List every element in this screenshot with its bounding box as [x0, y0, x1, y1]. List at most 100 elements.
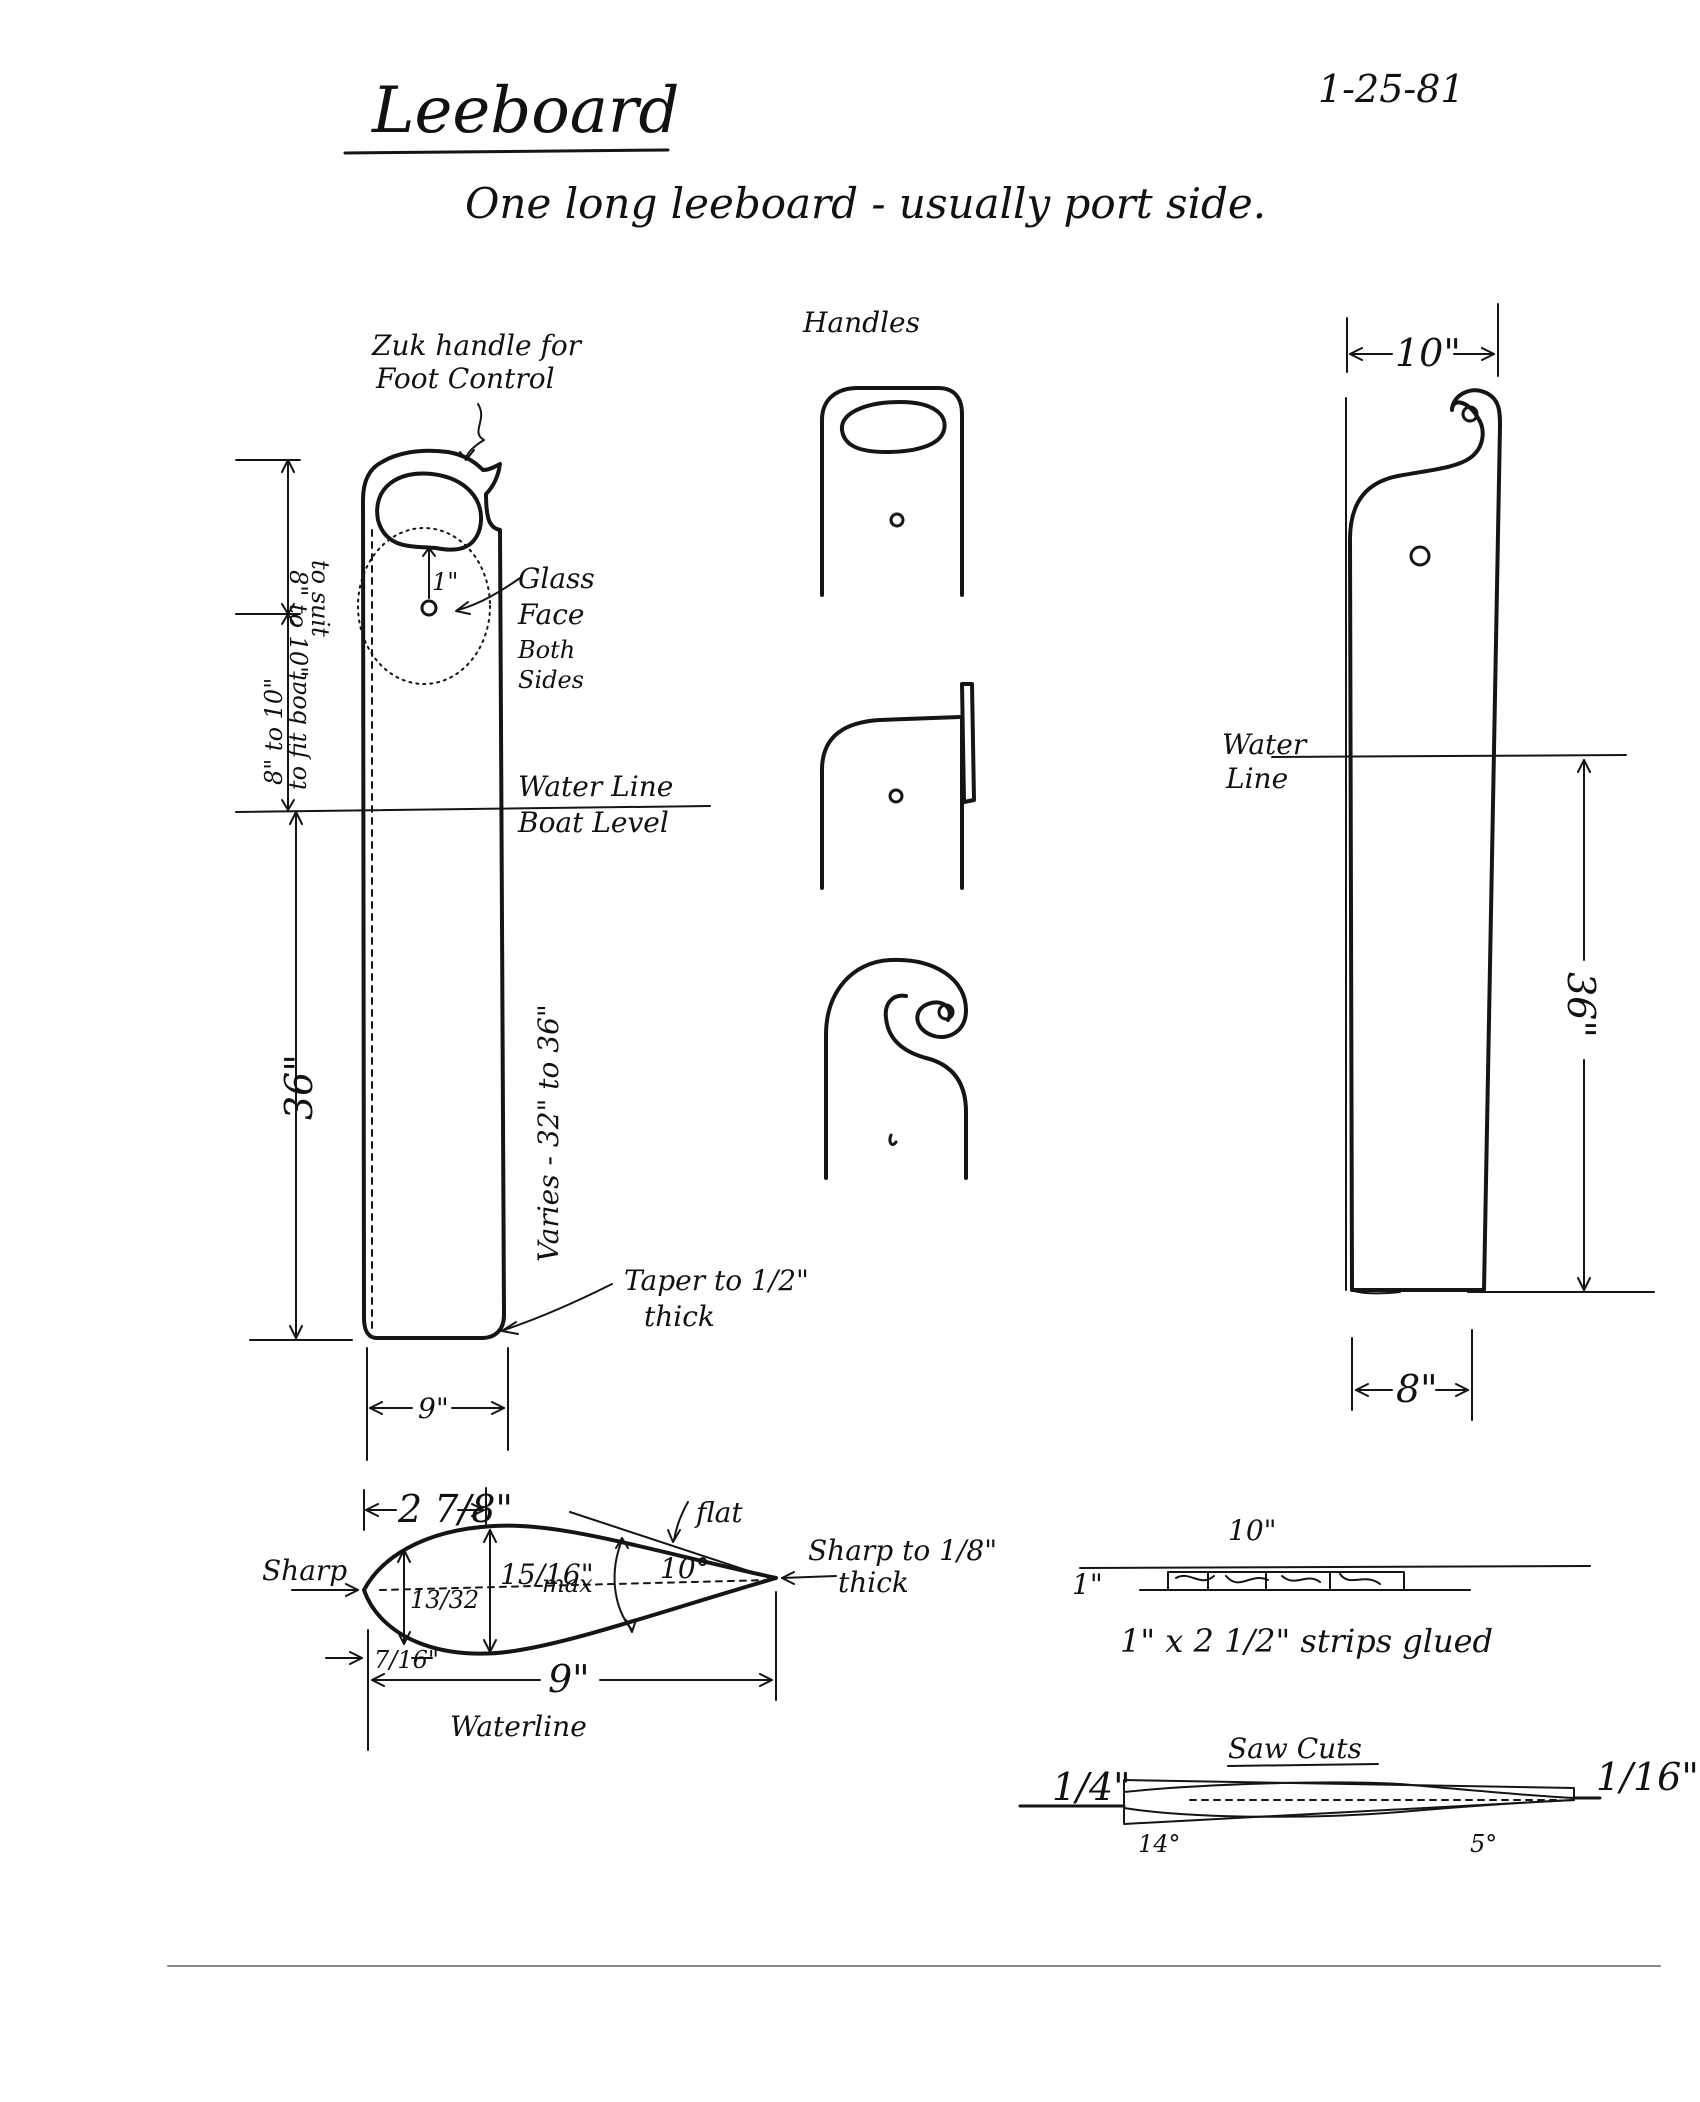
pivot-hole-label: 1" [432, 568, 458, 596]
strips-detail: 10" 1" 1" x 2 1/2" strips glued [1072, 1514, 1591, 1660]
strips-joints [1207, 1571, 1331, 1591]
handle-note-leader [465, 403, 485, 459]
width-ticks [366, 1347, 509, 1461]
glass-face-area [357, 527, 491, 685]
drawing-title: Leeboard [371, 74, 679, 148]
left-width-label: 9" [418, 1392, 449, 1425]
saw-cuts-angle-left: 14° [1138, 1830, 1181, 1858]
strips-top-line [1079, 1565, 1591, 1569]
handle3-hook [824, 957, 968, 1180]
glass-face-line3: Both [517, 636, 575, 664]
handle3-inner-curve [883, 993, 968, 1180]
glass-face-arrow [455, 601, 471, 615]
left-length-label: 36" [277, 1054, 321, 1120]
right-bottom-width-arrows [1355, 1383, 1469, 1397]
section-length-ticks [367, 1591, 777, 1751]
right-waterline-line1: Water [1222, 728, 1308, 761]
glass-face-line2: Face [517, 598, 584, 631]
section-chord-line [379, 1579, 771, 1591]
left-board-outline [361, 448, 506, 1340]
left-leeboard: Zuk handle for Foot Control 1" Glass Fac… [235, 329, 809, 1461]
dim-mid-line1: 8" to 10" [260, 678, 288, 785]
saw-cuts-heading-underline [1227, 1763, 1379, 1767]
handle-hole [375, 471, 484, 552]
right-bottom-width-label: 8" [1396, 1367, 1438, 1411]
flat-arrow [667, 1529, 681, 1543]
handle-option-1 [820, 386, 964, 597]
pivot-dim-arrow [422, 547, 436, 557]
title-underline [343, 148, 670, 155]
dim-top-line1: 8" to 10" [284, 570, 312, 677]
flat-label: flat [694, 1496, 743, 1529]
sharp-right-arrow [781, 1571, 795, 1585]
saw-cuts-right-label: 1/16" [1596, 1755, 1699, 1799]
sharp-left-arrow [345, 1583, 359, 1597]
dim-arrowheads [281, 459, 303, 1339]
handle1-pivot [889, 512, 905, 528]
right-leeboard: 10" Water Line 36" 8" [1222, 303, 1655, 1421]
right-waterline [1271, 754, 1627, 758]
right-length-arrows [1577, 759, 1591, 1291]
section-foil-outline [362, 1523, 778, 1656]
strips-thickness-label: 1" [1072, 1568, 1103, 1601]
saw-cut-bottom [1123, 1799, 1575, 1818]
section-top-dim-label: 2 7/8" [397, 1487, 513, 1531]
header: Leeboard 1-25-81 One long leeboard - usu… [343, 67, 1465, 228]
handles-heading: Handles [802, 306, 920, 339]
right-board-bottom-curve [1351, 1289, 1401, 1295]
section-length-label: 9" [548, 1657, 590, 1701]
sharp-right-line2: thick [838, 1566, 909, 1599]
right-top-width-label: 10" [1395, 331, 1461, 375]
right-board-outline [1348, 388, 1502, 1292]
taper-line1: Taper to 1/2" [624, 1264, 809, 1297]
waterline-label-line1: Water Line [518, 770, 673, 803]
saw-cuts-left-label: 1/4" [1052, 1765, 1131, 1809]
handle2-outline [820, 715, 962, 890]
right-board-pivot [1409, 545, 1431, 567]
angle-arc-arrows [615, 1537, 637, 1633]
left-waterline [235, 805, 711, 813]
handle3-pivot [888, 1133, 898, 1146]
section-top-dim-ticks [363, 1487, 487, 1531]
saw-cuts-angle-right: 5° [1470, 1830, 1497, 1858]
taper-line2: thick [644, 1300, 715, 1333]
handle2-pivot [888, 788, 904, 804]
right-board-handle-eye [1461, 405, 1479, 423]
dim-7-16-label: 7/16" [374, 1646, 439, 1674]
angle-arc [613, 1539, 633, 1631]
width-arrows [369, 1401, 505, 1415]
handle-option-3 [824, 957, 968, 1180]
sharp-right-line [781, 1575, 837, 1579]
glass-face-line1: Glass [518, 562, 595, 595]
dim-top-line2: to suit [306, 560, 334, 637]
handle-note-line1: Zuk handle for [371, 329, 583, 362]
dim-13-32-arrows [397, 1549, 411, 1645]
right-top-width-ticks [1346, 303, 1499, 377]
flat-tangent [569, 1511, 771, 1579]
glass-face-leader [457, 577, 521, 611]
strips-wood-grain [1175, 1573, 1381, 1585]
dim-13-32-label: 13/32 [410, 1586, 479, 1614]
flat-leader [673, 1501, 689, 1541]
saw-cuts-heading: Saw Cuts [1228, 1732, 1362, 1765]
section-length-arrows [371, 1673, 773, 1687]
drawing-date: 1-25-81 [1318, 67, 1465, 111]
strips-caption: 1" x 2 1/2" strips glued [1120, 1622, 1493, 1660]
taper-leader [503, 1283, 613, 1331]
pivot-hole [420, 599, 438, 617]
sharp-right-line1: Sharp to 1/8" [808, 1534, 997, 1567]
right-waterline-line2: Line [1225, 762, 1288, 795]
drawing-subtitle: One long leeboard - usually port side. [465, 179, 1266, 228]
section-top-dim-arrows [365, 1503, 485, 1517]
cross-section: 2 7/8" flat Sharp 13/32 15/16" max 10° S… [262, 1487, 997, 1751]
saw-cut-top [1123, 1781, 1575, 1799]
dim-15-16-arrows [483, 1529, 497, 1653]
glass-face-line4: Sides [518, 666, 584, 694]
sharp-left-label: Sharp [262, 1554, 347, 1587]
handle1-outline [820, 386, 964, 597]
strips-length-label: 10" [1228, 1514, 1277, 1547]
right-bottom-width-ticks [1351, 1329, 1473, 1421]
angle-label: 10° [660, 1552, 710, 1585]
